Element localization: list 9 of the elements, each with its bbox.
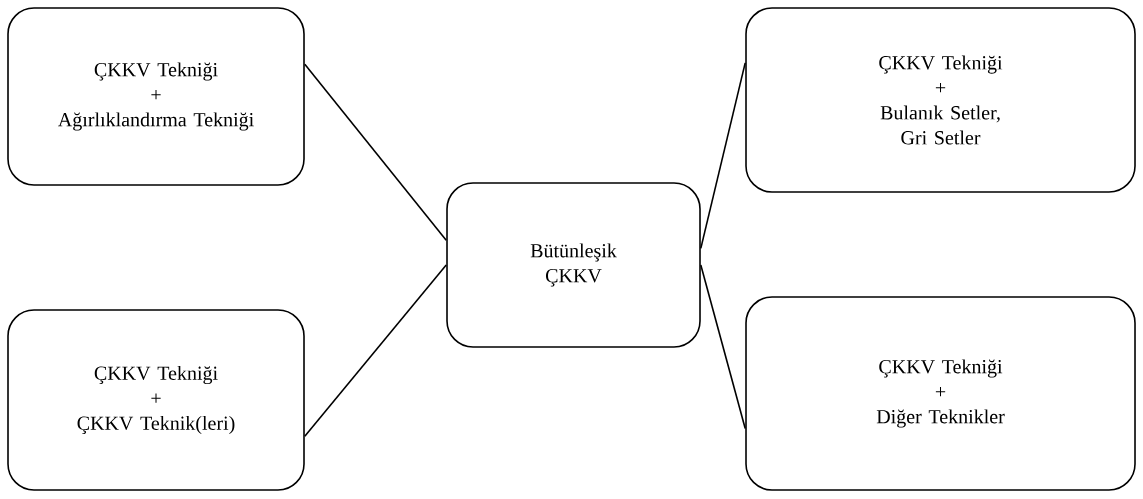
text-box: Bütünleşik ÇKKV xyxy=(446,182,701,348)
text-box: ÇKKV Tekniği + Bulanık Setler, Gri Setler xyxy=(745,7,1136,193)
connector-line xyxy=(700,264,746,430)
connector-line xyxy=(304,264,447,438)
text-box: ÇKKV Tekniği + Diğer Teknikler xyxy=(745,296,1136,491)
connector-line xyxy=(304,63,447,241)
text-box: ÇKKV Tekniği + Ağırlıklandırma Tekniği xyxy=(7,7,305,186)
connector-line xyxy=(700,62,746,250)
text-box: ÇKKV Tekniği + ÇKKV Teknik(leri) xyxy=(7,309,305,491)
